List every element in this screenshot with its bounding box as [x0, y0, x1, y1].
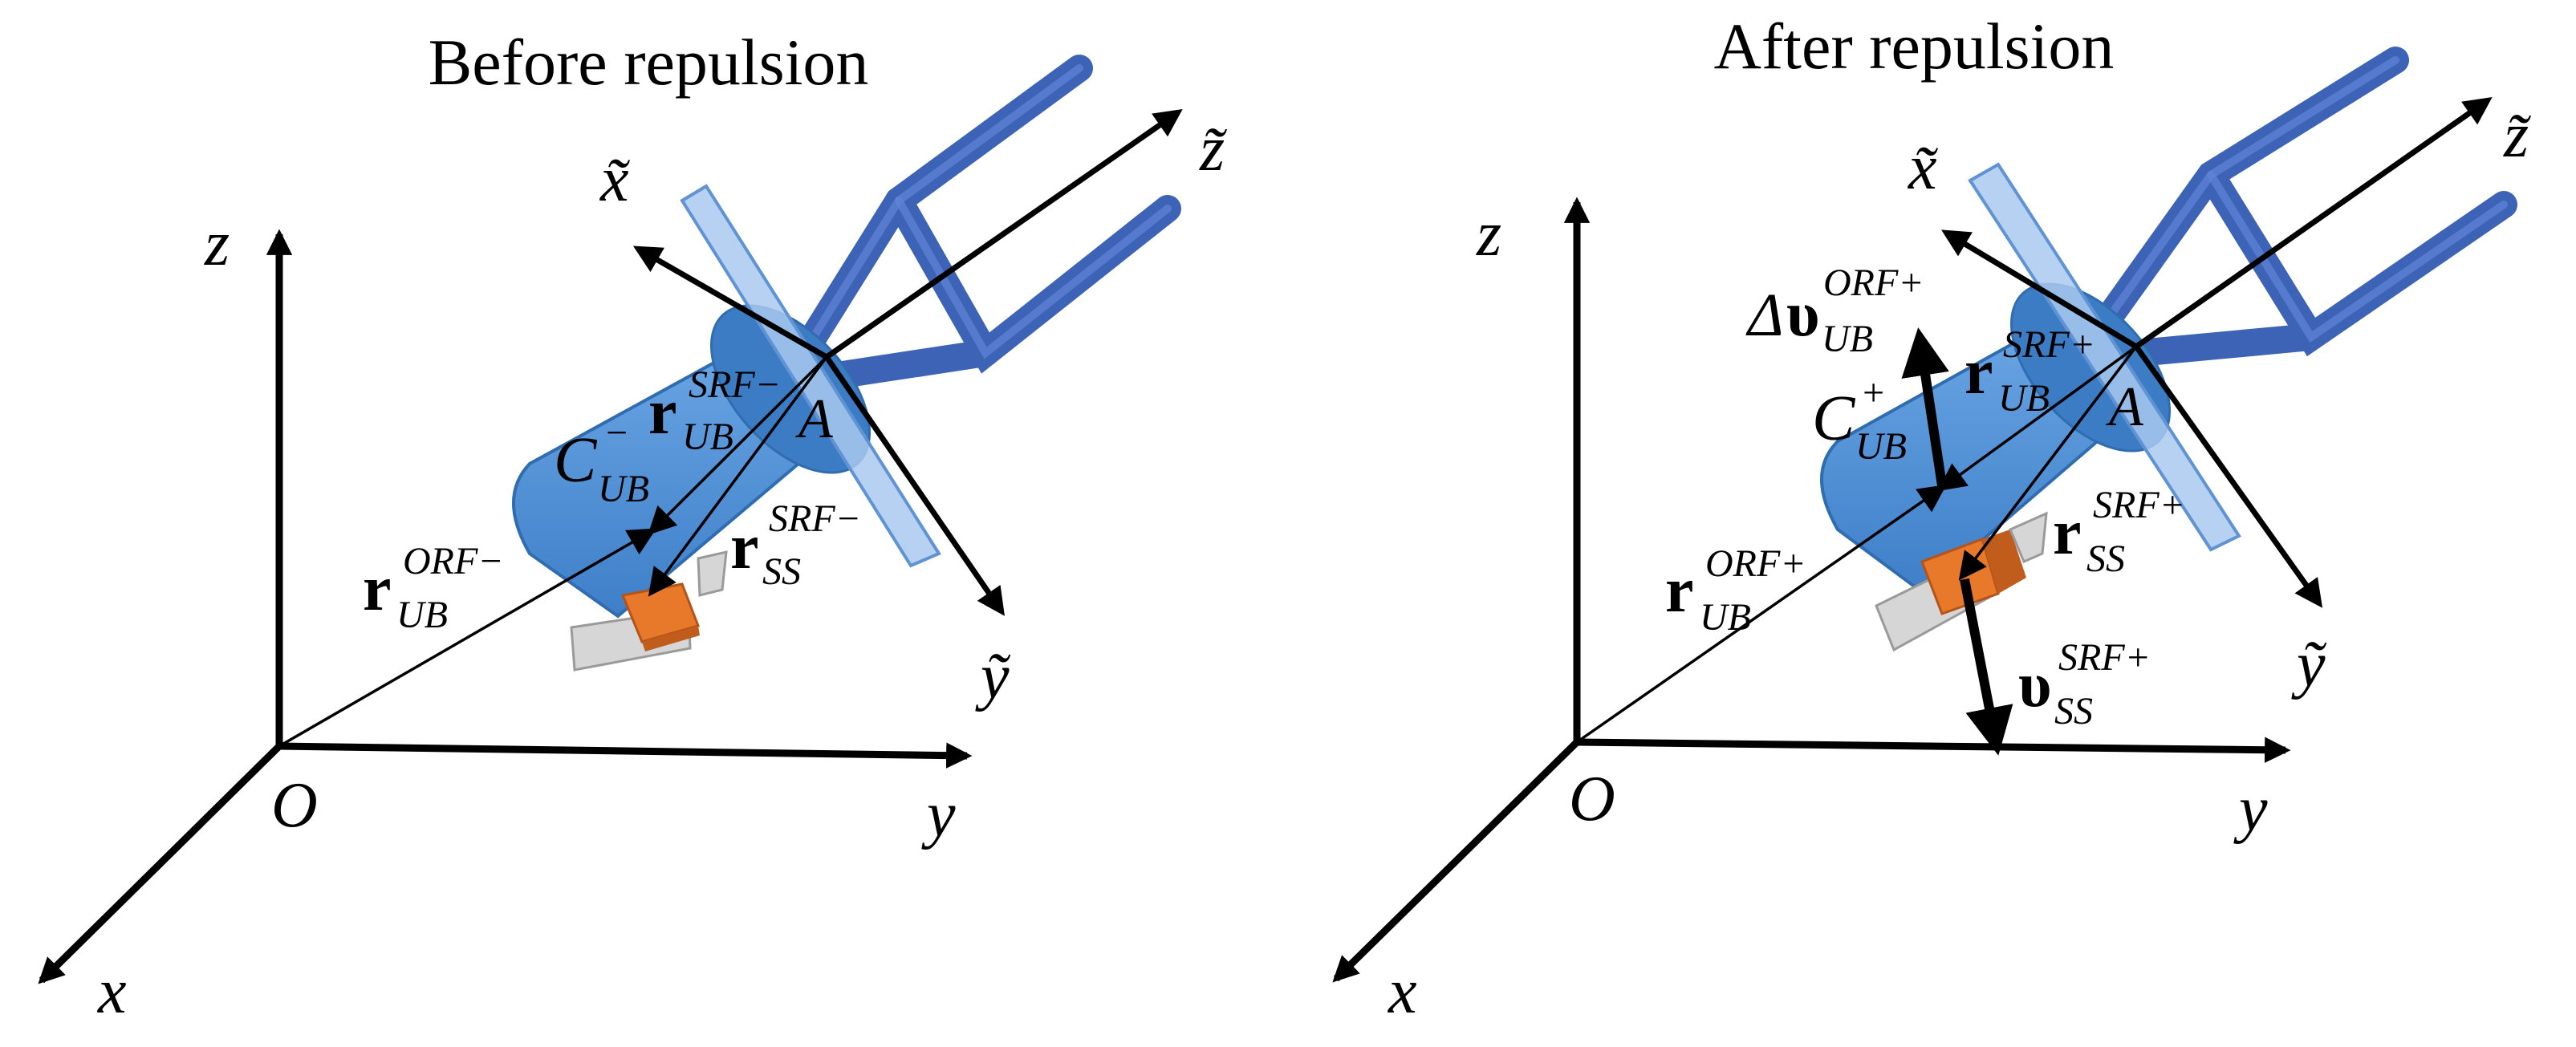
v-ss-vector: [1960, 578, 2013, 756]
body-frame: [1940, 96, 2493, 608]
x-axis-label: x: [1388, 956, 1417, 1027]
label-delta-v-ub: Δ υ ORF+ UB: [1745, 262, 1924, 360]
label-r-ub-orf: r ORF+ UB: [1665, 542, 1806, 639]
svg-text:UB: UB: [396, 594, 448, 636]
svg-text:UB: UB: [1998, 377, 2050, 420]
x-axis: [38, 743, 282, 984]
svg-text:ORF+: ORF+: [1705, 542, 1806, 585]
svg-text:ORF−: ORF−: [403, 540, 504, 582]
orbiter: [512, 55, 1181, 619]
label-r-ss-srf: r SRF− SS: [730, 497, 861, 593]
orbiter-leg: [813, 339, 999, 391]
svg-text:C: C: [1812, 383, 1856, 454]
point-a-label: A: [2106, 376, 2143, 438]
svg-text:r: r: [363, 554, 392, 624]
body-y-label: ỹ: [975, 642, 1011, 712]
body-y-axis: [2134, 344, 2323, 608]
body-y-label: ỹ: [2291, 630, 2327, 700]
origin-label: O: [1569, 764, 1615, 834]
point-a-label: A: [795, 388, 833, 450]
inertial-axes: [1332, 197, 2291, 983]
svg-text:−: −: [603, 412, 629, 454]
body-z-label: z̃: [2503, 100, 2531, 171]
svg-text:UB: UB: [1855, 425, 1907, 468]
label-r-ub-srf: r SRF+ UB: [1965, 323, 2095, 420]
docking-panel: [1968, 162, 2241, 552]
r-ss-srf-vector: [1958, 345, 2138, 581]
svg-text:UB: UB: [682, 416, 733, 458]
svg-text:SRF−: SRF−: [689, 363, 781, 406]
body-x-label: x̃: [1908, 132, 1938, 203]
label-v-ss: υ SRF+ SS: [2018, 636, 2151, 732]
inertial-axes: [38, 229, 973, 984]
svg-text:υ: υ: [2018, 650, 2052, 720]
orbiter-leg: [2197, 161, 2517, 357]
body-x-axis: [1940, 229, 2138, 350]
label-r-ub-orf: r ORF− UB: [363, 540, 504, 636]
z-axis-label: z: [204, 209, 230, 279]
y-axis: [278, 742, 973, 769]
r-ub-srf-vector: [1937, 345, 2138, 492]
body-z-label: z̃: [1199, 114, 1227, 185]
label-c-ub: C − UB: [554, 412, 649, 510]
svg-text:ORF+: ORF+: [1823, 262, 1924, 304]
r-ub-orf-vector: [1575, 484, 1947, 744]
svg-text:UB: UB: [598, 468, 649, 510]
panel-after: After repulsion z y x O: [1332, 10, 2531, 1027]
body-frame: [632, 108, 1183, 616]
y-axis: [1576, 737, 2291, 763]
label-r-ub-srf: r SRF− UB: [648, 363, 781, 458]
r-ub-srf-vector: [648, 355, 828, 535]
z-axis-label: z: [1476, 199, 1501, 270]
svg-text:r: r: [1665, 555, 1694, 626]
r-ub-orf-vector: [278, 528, 657, 748]
svg-text:SRF+: SRF+: [2058, 636, 2151, 679]
svg-text:r: r: [648, 377, 677, 448]
svg-text:SS: SS: [2054, 690, 2093, 732]
body-x-axis: [632, 246, 828, 360]
svg-text:SRF+: SRF+: [2003, 323, 2095, 366]
svg-text:C: C: [554, 425, 598, 496]
svg-text:SRF+: SRF+: [2093, 484, 2185, 526]
panel-title: After repulsion: [1714, 10, 2115, 83]
svg-text:UB: UB: [1822, 318, 1873, 360]
small-satellite: [570, 550, 728, 672]
svg-text:Δ: Δ: [1745, 282, 1784, 349]
body-y-axis: [824, 355, 1005, 616]
y-axis-label: y: [2233, 774, 2268, 845]
panel-before: Before repulsion z y x O: [38, 26, 1227, 1027]
svg-text:SS: SS: [2086, 538, 2125, 580]
svg-text:r: r: [1965, 337, 1993, 408]
svg-text:υ: υ: [1786, 279, 1820, 350]
panel-title: Before repulsion: [429, 26, 869, 99]
svg-text:r: r: [2053, 497, 2082, 568]
body-z-axis: [2134, 96, 2493, 349]
svg-text:r: r: [730, 512, 759, 582]
origin-label: O: [271, 770, 318, 841]
label-c-ub: C + UB: [1812, 371, 1907, 468]
label-r-ss-srf: r SRF+ SS: [2053, 484, 2185, 580]
svg-text:+: +: [1860, 371, 1886, 414]
svg-text:SS: SS: [762, 550, 801, 593]
x-axis-label: x: [97, 956, 127, 1027]
x-axis: [1332, 739, 1580, 983]
y-axis-label: y: [921, 780, 956, 850]
orbiter-leg: [2125, 323, 2325, 367]
r-ss-srf-vector: [648, 355, 828, 597]
docking-panel: [680, 184, 941, 568]
delta-v-ub-vector: [1901, 327, 1949, 486]
svg-text:SRF−: SRF−: [769, 497, 861, 540]
orbiter-leg: [2093, 47, 2409, 335]
svg-text:UB: UB: [1700, 596, 1751, 639]
orbiter: [1820, 47, 2517, 595]
body-x-label: x̃: [599, 144, 630, 215]
body-z-axis: [824, 108, 1183, 359]
